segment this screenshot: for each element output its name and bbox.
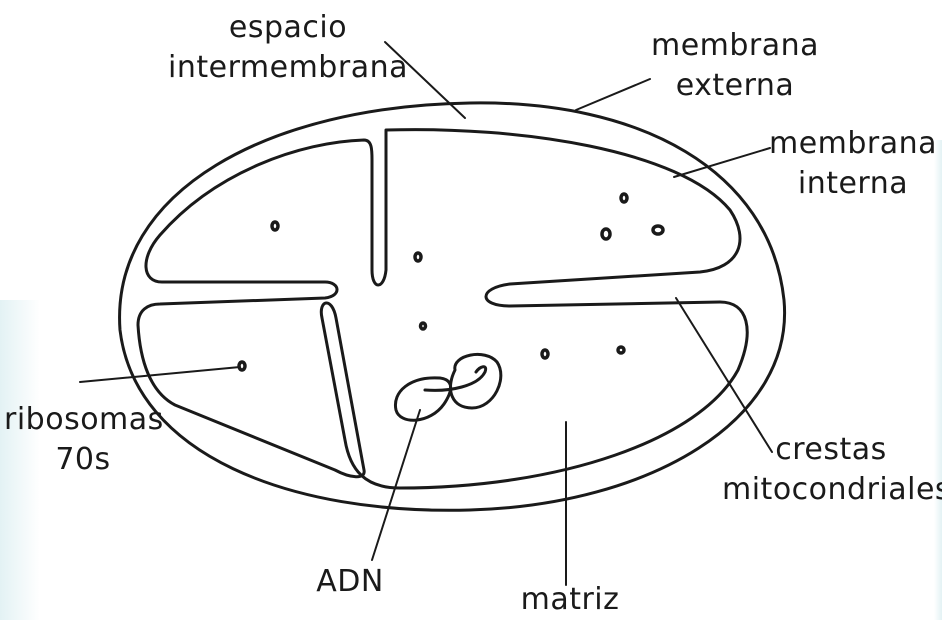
label-ribosomas-70s: ribosomas 70s [4,400,162,480]
label-matriz-text: matriz [510,580,630,620]
inner-membrane [138,130,747,488]
outer-membrane [120,103,785,510]
leader-ribosomas [80,367,240,382]
ribosome-2 [415,253,421,261]
ribosome-8 [618,347,624,353]
label-ribosomas-line1: ribosomas [4,400,162,440]
label-espacio-line2: intermembrana [168,48,408,88]
label-membrana-externa-line1: membrana [650,26,820,66]
ribosome-5 [602,229,610,239]
ribosome-4 [621,194,627,202]
label-membrana-externa: membrana externa [650,26,820,106]
ribosome-9 [239,362,245,370]
label-espacio-intermembrana: espacio intermembrana [168,8,408,88]
label-crestas-mitocondriales: crestas mitocondriales [722,430,940,510]
label-ribosomas-line2: 70s [4,440,162,480]
label-membrana-interna-line1: membrana [768,124,938,164]
ribosome-6 [653,226,663,234]
dna-loop-left [395,378,450,420]
label-adn: ADN [300,562,400,602]
label-membrana-interna-line2: interna [768,164,938,204]
label-espacio-line1: espacio [168,8,408,48]
label-membrana-interna: membrana interna [768,124,938,204]
label-matriz: matriz [510,580,630,620]
leader-membrana-externa [576,79,650,110]
ribosome-7 [542,350,548,358]
ribosome-3 [421,323,426,329]
label-membrana-externa-line2: externa [650,66,820,106]
label-crestas-line2: mitocondriales [722,470,940,510]
label-crestas-line1: crestas [722,430,940,470]
ribosome-1 [272,222,278,230]
label-adn-text: ADN [300,562,400,602]
